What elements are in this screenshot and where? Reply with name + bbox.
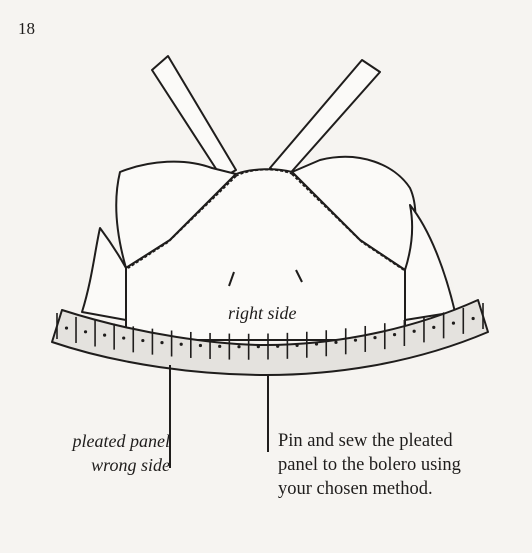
- left-strap: [152, 56, 236, 178]
- pleat-pin: [180, 343, 183, 346]
- pleat-pin: [84, 330, 87, 333]
- label-pleated-panel-line2: wrong side: [30, 453, 170, 477]
- pleat-pin: [122, 336, 125, 339]
- instruction-line2: panel to the bolero using: [278, 453, 518, 477]
- right-bodice: [405, 205, 455, 320]
- pleat-pin: [334, 341, 337, 344]
- pleat-pin: [65, 326, 68, 329]
- pleat-pin: [393, 333, 396, 336]
- pleat-pin: [432, 326, 435, 329]
- label-pleated-panel: pleated panel wrong side: [30, 429, 170, 477]
- pleat-pin: [413, 330, 416, 333]
- instruction-text: Pin and sew the pleated panel to the bol…: [278, 429, 518, 501]
- pleat-pin: [199, 344, 202, 347]
- pleat-pin: [315, 342, 318, 345]
- instruction-line3: your chosen method.: [278, 477, 518, 501]
- pleat-pin: [472, 317, 475, 320]
- pleat-pin: [354, 339, 357, 342]
- label-right-side: right side: [228, 303, 297, 324]
- pleat-pin: [237, 345, 240, 348]
- instruction-line1: Pin and sew the pleated: [278, 429, 518, 453]
- pleat-pin: [257, 345, 260, 348]
- pleat-pin: [103, 334, 106, 337]
- pleat-pin: [160, 341, 163, 344]
- pleat-pin: [452, 322, 455, 325]
- pleat-pin: [218, 345, 221, 348]
- pleat-pin: [373, 336, 376, 339]
- pleat-pin: [141, 339, 144, 342]
- pleat-pin: [295, 344, 298, 347]
- label-pleated-panel-line1: pleated panel: [30, 429, 170, 453]
- pleat-pin: [276, 345, 279, 348]
